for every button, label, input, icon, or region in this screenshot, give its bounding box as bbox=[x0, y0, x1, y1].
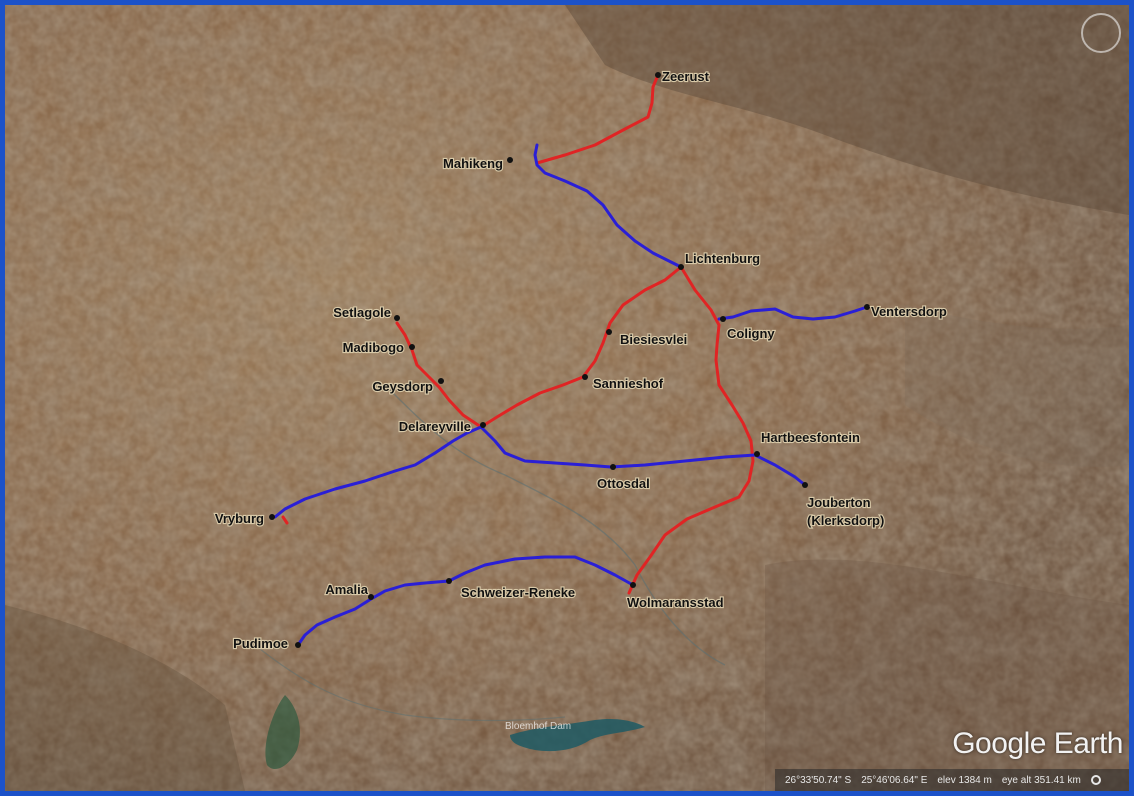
compass-icon[interactable] bbox=[1081, 13, 1121, 53]
dark-region-southeast bbox=[765, 559, 1129, 791]
map-canvas[interactable]: ZeerustMahikengLichtenburgVentersdorpCol… bbox=[5, 5, 1129, 791]
town-marker-madibogo[interactable] bbox=[409, 344, 415, 350]
town-label-wolmaransstad: Wolmaransstad bbox=[627, 595, 724, 610]
town-label-ottosdal: Ottosdal bbox=[597, 476, 650, 491]
water-label: Bloemhof Dam bbox=[505, 721, 572, 732]
river bbox=[254, 644, 566, 722]
town-marker-amalia[interactable] bbox=[368, 594, 374, 600]
town-label-hartbeesfontein: Hartbeesfontein bbox=[761, 430, 860, 445]
route-coligny-ventersdorp bbox=[717, 305, 869, 321]
town-marker-wolmaransstad[interactable] bbox=[630, 582, 636, 588]
dam-water bbox=[510, 718, 645, 752]
town-marker-coligny[interactable] bbox=[720, 316, 726, 322]
town-label-vryburg: Vryburg bbox=[215, 511, 264, 526]
route-vryburg-spur bbox=[281, 515, 289, 525]
dark-region-southwest bbox=[5, 605, 245, 791]
town-marker-setlagole[interactable] bbox=[394, 315, 400, 321]
latitude-readout: 26°33'50.74" S bbox=[785, 774, 852, 786]
town-label-sannieshof: Sannieshof bbox=[593, 376, 664, 391]
town-label-coligny: Coligny bbox=[727, 326, 775, 341]
town-marker-geysdorp[interactable] bbox=[438, 378, 444, 384]
route-zeerust-mahikeng bbox=[535, 73, 660, 165]
town-label-klerksdorp: (Klerksdorp) bbox=[807, 513, 884, 528]
town-label-amalia: Amalia bbox=[325, 582, 368, 597]
town-marker-lichtenburg[interactable] bbox=[678, 264, 684, 270]
vegetation-patch bbox=[265, 695, 300, 770]
route-setlagole-delareyville bbox=[395, 321, 483, 429]
town-marker-hartbeesfontein[interactable] bbox=[754, 451, 760, 457]
route-mahikeng-lichtenburg bbox=[533, 143, 683, 269]
town-label-geysdorp: Geysdorp bbox=[372, 379, 433, 394]
town-marker-delareyville[interactable] bbox=[480, 422, 486, 428]
route-lichtenburg-hartbeesfontein bbox=[627, 265, 755, 595]
river bbox=[384, 384, 726, 666]
town-label-schweizer-reneke: Schweizer-Reneke bbox=[461, 585, 575, 600]
town-label-ventersdorp: Ventersdorp bbox=[871, 304, 947, 319]
town-label-biesiesvlei: Biesiesvlei bbox=[620, 332, 687, 347]
town-label-setlagole: Setlagole bbox=[333, 305, 391, 320]
town-label-madibogo: Madibogo bbox=[343, 340, 404, 355]
town-label-jouberton: Jouberton bbox=[807, 495, 871, 510]
town-label-zeerust: Zeerust bbox=[662, 69, 710, 84]
route-network bbox=[273, 73, 869, 647]
town-marker-zeerust[interactable] bbox=[655, 72, 661, 78]
town-marker-mahikeng[interactable] bbox=[507, 157, 513, 163]
town-marker-vryburg[interactable] bbox=[269, 514, 275, 520]
eye-altitude-readout: eye alt 351.41 km bbox=[1001, 774, 1081, 786]
town-label-mahikeng: Mahikeng bbox=[443, 156, 503, 171]
pale-region-east bbox=[905, 305, 1129, 467]
elevation-readout: elev 1384 m bbox=[937, 774, 992, 786]
town-marker-pudimoe[interactable] bbox=[295, 642, 301, 648]
town-marker-biesiesvlei[interactable] bbox=[606, 329, 612, 335]
dark-hills-northeast bbox=[565, 5, 1129, 215]
route-vryburg-ottosdal-jouberton bbox=[273, 425, 807, 519]
status-bar: 26°33'50.74" S 25°46'06.64" E elev 1384 … bbox=[775, 769, 1129, 791]
town-marker-jouberton[interactable] bbox=[802, 482, 808, 488]
terrain-speckle bbox=[5, 5, 1129, 791]
google-earth-logo: Google Earth bbox=[952, 727, 1123, 760]
town-marker-sannieshof[interactable] bbox=[582, 374, 588, 380]
town-marker-ventersdorp[interactable] bbox=[864, 304, 870, 310]
town-markers: ZeerustMahikengLichtenburgVentersdorpCol… bbox=[214, 68, 948, 652]
town-marker-ottosdal[interactable] bbox=[610, 464, 616, 470]
search-icon[interactable] bbox=[1090, 775, 1101, 785]
town-label-delareyville: Delareyville bbox=[399, 419, 471, 434]
town-marker-schweizer-reneke[interactable] bbox=[446, 578, 452, 584]
town-label-pudimoe: Pudimoe bbox=[233, 636, 288, 651]
town-label-lichtenburg: Lichtenburg bbox=[685, 251, 760, 266]
route-pudimoe-wolmaransstad bbox=[296, 555, 635, 647]
longitude-readout: 25°46'06.64" E bbox=[861, 774, 928, 786]
route-lichtenburg-delareyville bbox=[479, 265, 683, 429]
